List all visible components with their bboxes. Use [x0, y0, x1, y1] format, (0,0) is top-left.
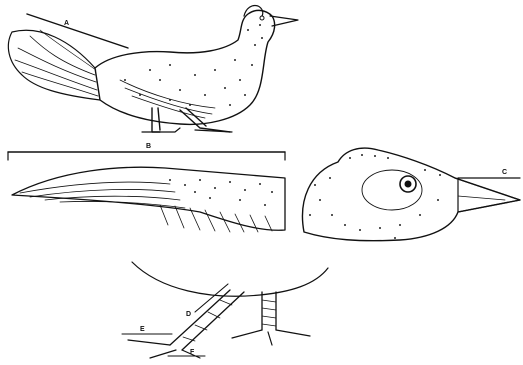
head-illustration: C	[302, 148, 520, 241]
whole-bird-illustration: A	[8, 5, 298, 132]
head-outline	[302, 148, 520, 241]
label-c: C	[502, 169, 507, 176]
label-e: E	[140, 326, 145, 333]
label-d: D	[186, 311, 191, 318]
wing-covert-stipple	[169, 179, 273, 206]
head-eye-pupil	[405, 181, 412, 188]
bird-body	[95, 10, 275, 124]
wing-outline	[12, 167, 285, 230]
wing-feathers	[20, 182, 272, 232]
right-leg	[232, 292, 310, 345]
head-beak	[455, 178, 520, 212]
measure-line-a	[27, 14, 128, 48]
label-f: F	[190, 349, 195, 356]
bird-tail	[8, 30, 100, 100]
bird-legs	[142, 108, 232, 132]
legs-illustration: D E F	[122, 262, 328, 358]
belly-outline	[132, 262, 328, 296]
wing-illustration: B	[8, 143, 285, 232]
label-b: B	[146, 143, 151, 150]
bird-eye	[260, 16, 264, 20]
label-a: A	[64, 20, 69, 27]
left-leg	[128, 290, 244, 358]
body-stipple	[124, 24, 263, 106]
